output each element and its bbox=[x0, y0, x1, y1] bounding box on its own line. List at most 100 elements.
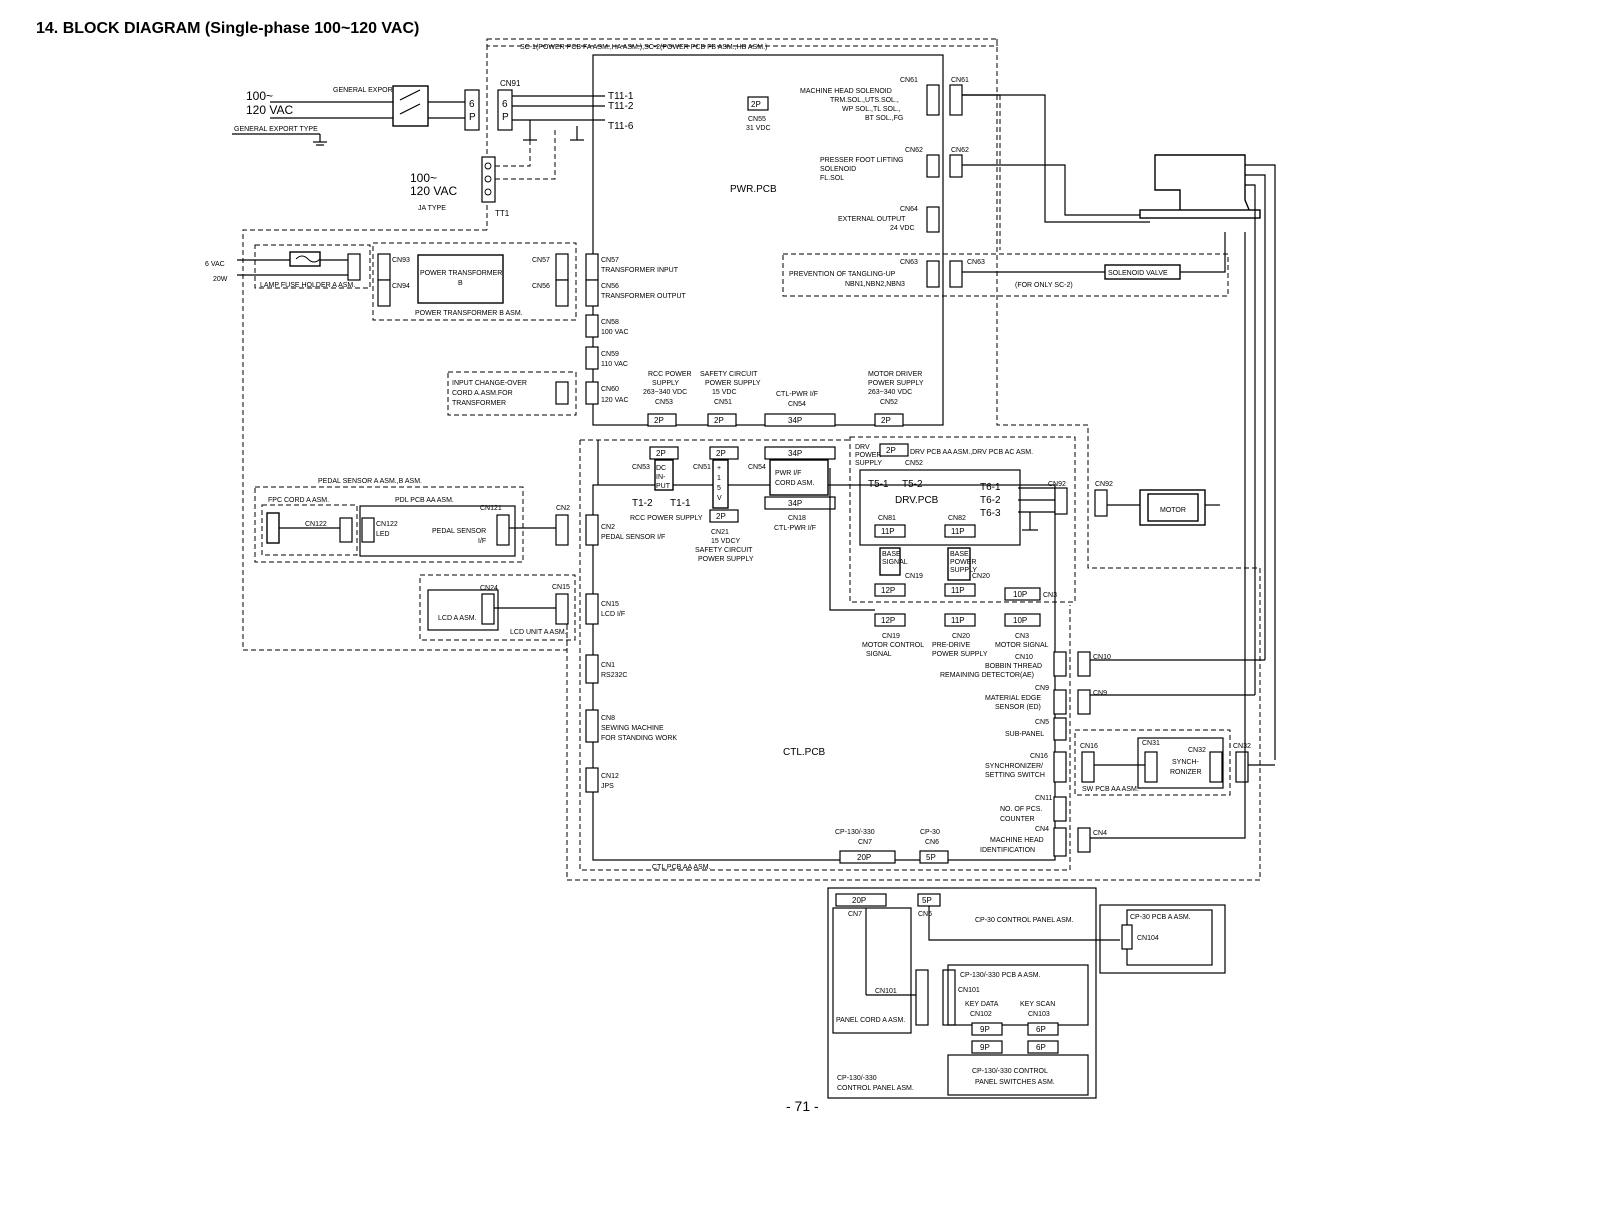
svg-text:11P: 11P bbox=[881, 527, 895, 536]
led-icon bbox=[266, 512, 280, 544]
t5-2: T5-2 bbox=[902, 479, 923, 490]
cn93: CN93 bbox=[392, 257, 410, 264]
safety-ps: POWER SUPPLY bbox=[698, 556, 754, 563]
wp-sol: WP SOL.,TL SOL., bbox=[842, 106, 901, 113]
svg-text:2P: 2P bbox=[656, 449, 666, 458]
svg-text:PEDAL SENSOR: PEDAL SENSOR bbox=[432, 528, 486, 535]
svg-text:2P: 2P bbox=[881, 416, 891, 425]
svg-text:SIGNAL: SIGNAL bbox=[882, 559, 908, 566]
svg-text:2P: 2P bbox=[716, 449, 726, 458]
svg-text:CN61: CN61 bbox=[951, 77, 969, 84]
vac110: 110 VAC bbox=[601, 361, 628, 368]
general-export-type: GENERAL EXPORT TYPE bbox=[234, 126, 318, 133]
sync-frame bbox=[1074, 729, 1231, 796]
cp-pcb: CP-130/-330 PCB A ASM. bbox=[960, 972, 1041, 979]
vac100: 100 VAC bbox=[601, 329, 629, 336]
pedal-sensor-asm: PEDAL SENSOR A ASM.,B ASM. bbox=[318, 478, 422, 485]
cn102: CN102 bbox=[970, 1011, 992, 1018]
cn81: CN81 bbox=[878, 515, 896, 522]
safety-power-supply: POWER SUPPLY bbox=[705, 380, 761, 387]
synchronizer: SYNCHRONIZER/ bbox=[985, 763, 1043, 770]
fuse-icon bbox=[289, 251, 321, 267]
machine-head-id: MACHINE HEAD bbox=[990, 837, 1044, 844]
svg-text:2P: 2P bbox=[714, 416, 724, 425]
t11-1: T11-1 bbox=[608, 91, 634, 102]
led: LED bbox=[376, 531, 390, 538]
svg-text:34P: 34P bbox=[788, 499, 802, 508]
svg-text:DRV: DRV bbox=[855, 444, 870, 451]
identification: IDENTIFICATION bbox=[980, 847, 1035, 854]
sw-pcb: SW PCB AA ASM. bbox=[1082, 786, 1139, 793]
cn19: CN19 bbox=[882, 633, 900, 640]
svg-text:SUPPLY: SUPPLY bbox=[950, 567, 977, 574]
prevention-label: PREVENTION OF TANGLING-UP bbox=[789, 271, 896, 278]
cn103: CN103 bbox=[1028, 1011, 1050, 1018]
svg-text:5: 5 bbox=[717, 485, 721, 492]
counter: COUNTER bbox=[1000, 816, 1035, 823]
svg-text:CN7: CN7 bbox=[848, 911, 862, 918]
key-data: KEY DATA bbox=[965, 1001, 999, 1008]
safety-circuit-ps: SAFETY CIRCUIT bbox=[695, 547, 753, 554]
cn82: CN82 bbox=[948, 515, 966, 522]
ja-vac1: 100~ bbox=[410, 171, 437, 185]
drv-pcb-asm: DRV PCB AA ASM.,DRV PCB AC ASM. bbox=[910, 449, 1033, 456]
cp-control-panel-1: CP-130/-330 bbox=[837, 1075, 877, 1082]
cn6: CN6 bbox=[925, 839, 939, 846]
cn10-in: CN10 bbox=[1015, 654, 1033, 661]
power-transformer-frame bbox=[372, 242, 577, 321]
svg-text:11P: 11P bbox=[951, 527, 965, 536]
ctl-frame bbox=[579, 440, 1071, 871]
input-changeover-frame bbox=[447, 371, 577, 416]
outer-frame-right bbox=[566, 39, 1261, 881]
cn60: CN60 bbox=[601, 386, 619, 393]
cn51-top: CN51 bbox=[714, 399, 732, 406]
fl-sol: FL.SOL bbox=[820, 175, 844, 182]
cn61-ext-connector bbox=[949, 84, 963, 116]
svg-text:CN4: CN4 bbox=[1093, 830, 1107, 837]
svg-text:POWER: POWER bbox=[950, 559, 976, 566]
bt-sol: BT SOL.,FG bbox=[865, 115, 903, 122]
vac6: 6 VAC bbox=[205, 261, 225, 268]
ctl-pcb-label: CTL.PCB bbox=[783, 747, 826, 758]
svg-text:+: + bbox=[717, 465, 721, 472]
vdc24: 24 VDC bbox=[890, 225, 915, 232]
svg-text:CN32: CN32 bbox=[1233, 743, 1251, 750]
svg-text:5P: 5P bbox=[926, 853, 936, 862]
t11-6: T11-6 bbox=[608, 121, 634, 132]
ja-vac2: 120 VAC bbox=[410, 184, 457, 198]
svg-text:6P: 6P bbox=[1036, 1043, 1046, 1052]
cn58: CN58 bbox=[601, 319, 619, 326]
cn91-connector bbox=[497, 89, 513, 131]
svg-text:2P: 2P bbox=[751, 100, 761, 109]
cn56: CN56 bbox=[601, 283, 619, 290]
vdc15v: 15 VDCY bbox=[711, 538, 741, 545]
cn92: CN92 bbox=[1095, 481, 1113, 488]
jps: JPS bbox=[601, 783, 614, 790]
svg-text:11P: 11P bbox=[951, 616, 965, 625]
svg-text:9P: 9P bbox=[980, 1025, 990, 1034]
lcd-unit: LCD UNIT A ASM. bbox=[510, 629, 567, 636]
motor-power-supply: POWER SUPPLY bbox=[868, 380, 924, 387]
svg-text:20P: 20P bbox=[852, 896, 866, 905]
pdl-pcb: PDL PCB AA ASM. bbox=[395, 497, 454, 504]
ctl-pcb-asm: CTL PCB AA ASM. bbox=[652, 864, 711, 871]
cn18: CN18 bbox=[788, 515, 806, 522]
standing-work: FOR STANDING WORK bbox=[601, 735, 677, 742]
nbn-label: NBN1,NBN2,NBN3 bbox=[845, 281, 905, 288]
motor-driver: MOTOR DRIVER bbox=[868, 371, 922, 378]
cn53: CN53 bbox=[632, 464, 650, 471]
cn3: CN3 bbox=[1015, 633, 1029, 640]
svg-text:2P: 2P bbox=[654, 416, 664, 425]
synch: SYNCH- bbox=[1172, 759, 1200, 766]
material-edge: MATERIAL EDGE bbox=[985, 695, 1041, 702]
cn32: CN32 bbox=[1188, 747, 1206, 754]
cn52-top: CN52 bbox=[880, 399, 898, 406]
cn122: CN122 bbox=[376, 521, 398, 528]
no-pcs: NO. OF PCS. bbox=[1000, 806, 1042, 813]
machine-head-solenoid: MACHINE HEAD SOLENOID bbox=[800, 88, 892, 95]
power-transformer: POWER TRANSFORMER bbox=[420, 270, 502, 277]
cn63-label: CN63 bbox=[900, 259, 918, 266]
vdc15: 15 VDC bbox=[712, 389, 737, 396]
cn11: CN11 bbox=[1035, 795, 1052, 802]
